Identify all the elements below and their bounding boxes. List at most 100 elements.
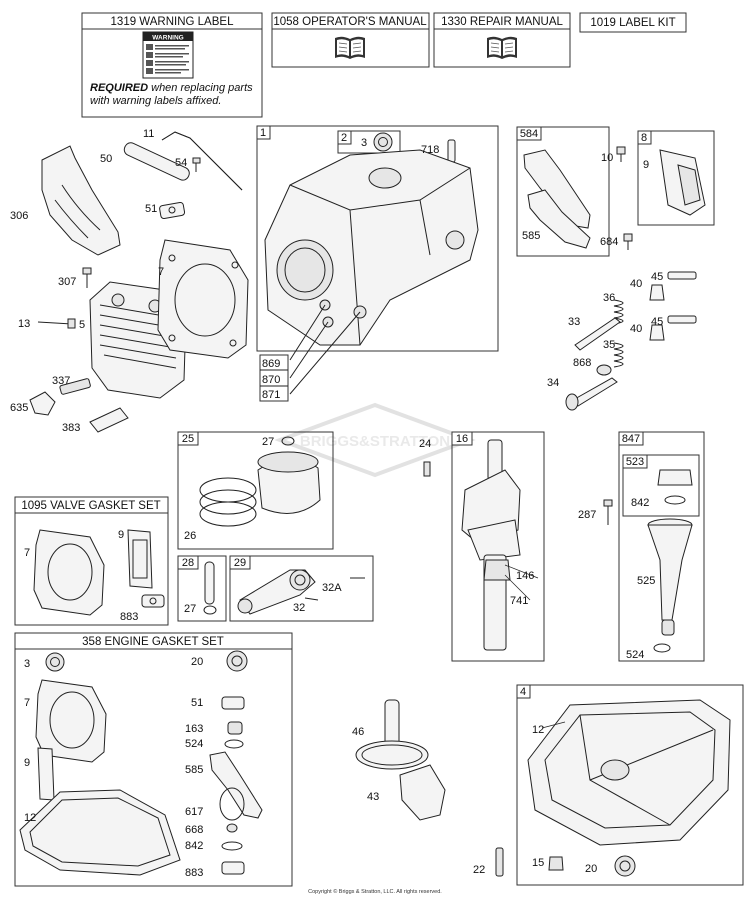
callout-10: 10 [601, 152, 613, 164]
callout-54: 54 [175, 157, 187, 169]
callout-7: 7 [158, 266, 164, 278]
callout-5: 5 [79, 319, 85, 331]
callout-40-lower: 40 [630, 323, 642, 335]
callout-egs-7: 7 [24, 697, 30, 709]
repair-manual-title: 1330 REPAIR MANUAL [441, 16, 563, 28]
callout-635: 635 [10, 402, 28, 414]
callout-525: 525 [637, 575, 655, 587]
upper-left-parts [29, 131, 249, 433]
callout-34: 34 [547, 377, 559, 389]
callout-egs-524: 524 [185, 738, 203, 750]
callout-vgs-9: 9 [118, 529, 124, 541]
callout-45-upper: 45 [651, 271, 663, 283]
engine-gasket-set-title: 358 ENGINE GASKET SET [82, 636, 224, 648]
callout-egs-12: 12 [24, 812, 36, 824]
callout-egs-51: 51 [191, 697, 203, 709]
callout-vgs-883: 883 [120, 611, 138, 623]
callout-11: 11 [143, 128, 154, 140]
callout-585: 585 [522, 230, 540, 242]
valve-gasket-set: 1095 VALVE GASKET SET [14, 496, 169, 626]
callout-2: 2 [341, 132, 347, 144]
warning-label-kit: 1319 WARNING LABEL WARNING [81, 12, 263, 118]
callout-8: 8 [641, 132, 647, 144]
callout-383: 383 [62, 422, 80, 434]
callout-egs-842: 842 [185, 840, 203, 852]
notice-rest: when replacing parts with warning labels… [90, 82, 253, 107]
callout-egs-668: 668 [185, 824, 203, 836]
valve-gasket-set-title: 1095 VALVE GASKET SET [21, 500, 160, 512]
warning-label-title: 1319 WARNING LABEL [111, 16, 235, 28]
callout-46: 46 [352, 726, 364, 738]
shield-part-icon [41, 145, 121, 256]
callout-12: 12 [532, 724, 544, 736]
callout-684: 684 [600, 236, 618, 248]
callout-40-upper: 40 [630, 278, 642, 290]
notice-required: REQUIRED [90, 82, 149, 94]
callout-32: 32 [293, 602, 305, 614]
callout-306: 306 [10, 210, 28, 222]
callout-labels: 3 718 11 50 54 51 306 307 7 13 5 337 635… [10, 128, 663, 879]
book-icon [487, 36, 517, 59]
callout-1: 1 [260, 127, 266, 139]
callout-20: 20 [585, 863, 597, 875]
engine-gasket-set: 358 ENGINE GASKET SET [14, 632, 293, 887]
callout-842-dipstick: 842 [631, 497, 649, 509]
callout-524-dipstick: 524 [626, 649, 644, 661]
copyright-footer: Copyright © Briggs & Stratton, LLC. All … [308, 889, 442, 895]
warning-sticker-icon: WARNING [142, 31, 194, 79]
dipstick-assembly: 847 523 [603, 431, 705, 662]
callout-4: 4 [520, 686, 526, 698]
callout-15: 15 [532, 857, 544, 869]
label-kit: 1019 LABEL KIT [579, 12, 687, 33]
callout-50: 50 [100, 153, 112, 165]
crankshaft-assembly: 16 [423, 431, 545, 662]
callout-egs-9: 9 [24, 757, 30, 769]
callout-26: 26 [184, 530, 196, 542]
callout-32a: 32A [322, 582, 342, 594]
callout-337: 337 [52, 375, 70, 387]
sump-assembly: 4 [516, 684, 744, 886]
repair-manual-kit: 1330 REPAIR MANUAL [433, 12, 571, 68]
valve-train-parts [565, 271, 697, 411]
callout-33: 33 [568, 316, 580, 328]
callout-146: 146 [516, 570, 534, 582]
warning-label-notice: REQUIRED when replacing parts with warni… [90, 82, 270, 108]
breather-cover-group: 584 8 [516, 126, 715, 257]
book-icon [335, 36, 365, 59]
callout-741: 741 [510, 595, 528, 607]
leader-lines [504, 564, 566, 729]
warning-sticker-text: WARNING [152, 35, 183, 42]
callout-871: 871 [262, 389, 280, 401]
callout-43: 43 [367, 791, 379, 803]
callout-22: 22 [473, 864, 485, 876]
callout-egs-883: 883 [185, 867, 203, 879]
cylinder-block-assembly: 1 2 [256, 125, 499, 402]
label-kit-title: 1019 LABEL KIT [590, 17, 675, 29]
callout-869: 869 [262, 358, 280, 370]
watermark-text: BRIGGS&STRATTON [300, 433, 450, 450]
piston-assembly: 25 [177, 431, 334, 550]
callout-584: 584 [520, 128, 538, 140]
callout-868: 868 [573, 357, 591, 369]
callout-egs-163: 163 [185, 723, 203, 735]
callout-29: 29 [234, 557, 246, 569]
callout-287: 287 [578, 509, 596, 521]
callout-51: 51 [145, 203, 157, 215]
operators-manual-title: 1058 OPERATOR'S MANUAL [273, 16, 427, 28]
callout-13: 13 [18, 318, 30, 330]
pin-and-rod-group: 28 29 [177, 555, 374, 622]
callout-vgs-7: 7 [24, 547, 30, 559]
callout-27-pin: 27 [184, 603, 196, 615]
callout-870: 870 [262, 374, 280, 386]
callout-27-piston: 27 [262, 436, 274, 448]
callout-28: 28 [182, 557, 194, 569]
callout-847: 847 [622, 433, 640, 445]
callout-24: 24 [419, 438, 431, 450]
callout-35: 35 [603, 339, 615, 351]
callout-egs-585: 585 [185, 764, 203, 776]
callout-egs-3: 3 [24, 658, 30, 670]
callout-718: 718 [421, 144, 439, 156]
callout-egs-20: 20 [191, 656, 203, 668]
callout-9: 9 [643, 159, 649, 171]
